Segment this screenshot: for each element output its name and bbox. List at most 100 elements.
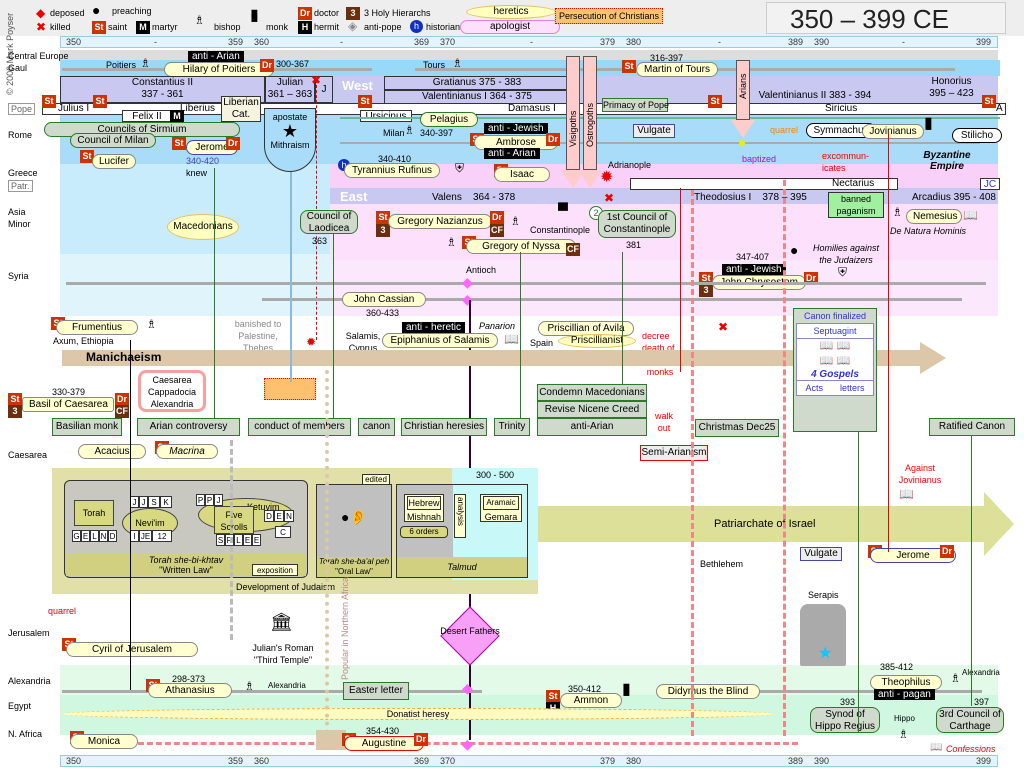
pope-anastasius[interactable]: A [996, 103, 1003, 114]
nemesius[interactable]: Nemesius [906, 209, 962, 224]
gemara-scroll[interactable]: Aramaic Gemara [480, 494, 522, 522]
green-connector [622, 252, 623, 384]
gregory-of-nyssa[interactable]: Gregory of Nyssa [466, 239, 576, 254]
pope-siricius[interactable]: Siricius [825, 103, 858, 114]
canon-topic[interactable]: canon [358, 418, 395, 436]
jerome-bethlehem[interactable]: Jerome [870, 548, 956, 563]
anti-pope-felix[interactable]: Felix II [122, 110, 172, 122]
vulgate-bethlehem[interactable]: Vulgate [800, 547, 842, 561]
emperor-valentinianus-1[interactable]: Valentinianus I 364 - 375 [384, 90, 570, 104]
hilary-of-poitiers[interactable]: Hilary of Poitiers [164, 62, 274, 77]
persecution-legend: Persecution of Christians [555, 8, 664, 24]
christian-heresies[interactable]: Christian heresies [401, 418, 487, 436]
preaching-icon: ● [790, 242, 799, 258]
tick-389: 389 [788, 756, 804, 766]
five-scrolls-shape[interactable]: Five Scrolls [214, 506, 254, 534]
mishnah-scroll[interactable]: Hebrew Mishnah [404, 494, 444, 522]
trinity[interactable]: Trinity [494, 418, 530, 436]
christmas-dec25[interactable]: Christmas Dec25 [695, 419, 779, 437]
priscillianist[interactable]: Priscillianist [558, 334, 636, 348]
synod-of-hippo[interactable]: Synod of Hippo Regius [810, 707, 880, 733]
legend: ◆ deposed ✖ killed ● preaching St saint … [36, 3, 560, 34]
didymus-the-blind[interactable]: Didymus the Blind [656, 684, 760, 699]
easter-letter[interactable]: Easter letter [343, 682, 409, 700]
pope-julius[interactable]: Julius I [58, 103, 90, 114]
torah-shape[interactable]: Torah [74, 500, 114, 526]
athanasius[interactable]: Athanasius [148, 683, 232, 698]
primacy-of-pope[interactable]: Primacy of Pope [602, 98, 670, 112]
tick-359: 359 [228, 756, 244, 766]
bishop-icon: ♗ [892, 205, 903, 219]
emperor-valentinianus-2[interactable]: Valentinianus II 383 - 394 [735, 90, 895, 104]
jovinianus[interactable]: Jovinianus [862, 124, 924, 139]
monica[interactable]: Monica [70, 734, 138, 749]
john-cassian[interactable]: John Cassian [342, 292, 426, 307]
stilicho[interactable]: Stilicho [952, 128, 1002, 143]
lucifer[interactable]: Lucifer [92, 154, 136, 169]
jerome-rome[interactable]: Jerome [186, 140, 238, 155]
ratified-canon[interactable]: Ratified Canon [929, 418, 1015, 436]
mithraism-shield[interactable]: apostate ★ Mithraism [264, 108, 316, 172]
anti-pope-ursicinus[interactable]: Ursicinus [360, 110, 412, 122]
emperor-jovian[interactable]: J [315, 76, 333, 103]
acacius[interactable]: Acacius [78, 444, 146, 459]
canon-finalized-box[interactable]: Canon finalized Septuagint 📖 📖📖 📖 4 Gosp… [793, 308, 877, 432]
epiphanius-of-salamis[interactable]: Epiphanius of Salamis [382, 333, 498, 348]
third-council-carthage[interactable]: 3rd Council of Carthage [936, 707, 1004, 733]
anti-heretic-tag: anti - heretic [402, 322, 466, 333]
condemn-macedonians[interactable]: Condemn Macedonians [537, 384, 647, 401]
vulgate-rome[interactable]: Vulgate [633, 124, 675, 138]
battle-icon: ✹ [600, 169, 614, 186]
martyr-icon: M [136, 21, 150, 34]
macedonians[interactable]: Macedonians [167, 214, 239, 240]
emperor-valens[interactable]: Valens 364 - 378 [432, 192, 516, 203]
augustine[interactable]: Augustine [344, 736, 424, 751]
patriarch-jc[interactable]: JC [980, 178, 1000, 190]
emperor-julian[interactable]: Julian 361 – 363 [265, 76, 315, 103]
written-law-footer: Torah she-bi-khtav "Written Law" [66, 554, 306, 576]
alexandria-line-2 [732, 690, 982, 693]
basilian-monk[interactable]: Basilian monk [52, 418, 122, 436]
bishop-icon: ♗ [898, 727, 909, 741]
pope-damasus[interactable]: Damasus I [508, 103, 556, 114]
pope-liberius[interactable]: Liberius [180, 103, 216, 114]
doctor-icon: Dr [546, 133, 560, 146]
revise-nicene-creed[interactable]: Revise Nicene Creed [537, 401, 647, 418]
basil-of-caesarea[interactable]: Basil of Caesarea [22, 397, 114, 412]
book-open-icon: 📖 [963, 208, 978, 222]
tick-360: 360 [254, 756, 270, 766]
banned-paganism[interactable]: banned paganism [828, 192, 884, 218]
martin-of-tours[interactable]: Martin of Tours [636, 62, 718, 77]
semi-arianism[interactable]: Semi-Arianism [640, 445, 708, 461]
liberian-cat[interactable]: Liberian Cat. [221, 96, 261, 122]
theophilus[interactable]: Theophilus [870, 675, 942, 690]
conduct-of-members[interactable]: conduct of members [248, 418, 351, 436]
macrina[interactable]: Macrina [156, 444, 218, 459]
council-of-laodicea[interactable]: Council of Laodicea [300, 210, 358, 234]
gregory-nazianzus[interactable]: Gregory Nazianzus [388, 214, 492, 229]
isaac[interactable]: Isaac [494, 167, 550, 182]
emperor-arcadius[interactable]: Arcadius 395 - 408 [912, 192, 996, 203]
six-orders[interactable]: 6 orders [400, 526, 448, 538]
frumentius[interactable]: Frumentius [56, 320, 138, 335]
doctor-icon: Dr [226, 137, 240, 150]
desert-fathers[interactable]: Desert Fathers [440, 606, 500, 666]
killed-icon: ✖ [311, 73, 322, 87]
emperor-gratianus[interactable]: Gratianus 375 - 383 [384, 76, 570, 90]
donatist-heresy[interactable]: Donatist heresy [60, 708, 776, 720]
exposition-box[interactable]: exposition [252, 564, 298, 576]
emperor-theodosius[interactable]: Theodosius I 378 – 395 [694, 192, 807, 203]
first-council-constantinople[interactable]: 1st Council of Constantinople [598, 210, 676, 238]
gospel-book-icons: 📖 📖📖 📖 [819, 340, 851, 367]
ammon-years: 350-412 [568, 684, 602, 694]
council-of-milan[interactable]: Council of Milan [70, 133, 156, 148]
ammon[interactable]: Ammon [560, 693, 622, 708]
cyril-of-jerusalem[interactable]: Cyril of Jerusalem [66, 642, 198, 657]
pelagius[interactable]: Pelagius [420, 112, 478, 127]
tyrannius-rufinus[interactable]: Tyrannius Rufinus [344, 163, 440, 178]
monk-icon: ▮ [622, 681, 631, 698]
anti-arian-topic[interactable]: anti-Arian [537, 418, 647, 436]
arian-controversy[interactable]: Arian controversy [137, 418, 240, 436]
caesarea-cappadocia-alexandria[interactable]: Caesarea Cappadocia Alexandria [138, 370, 206, 412]
patriarch-nectarius[interactable]: Nectarius [832, 178, 875, 189]
